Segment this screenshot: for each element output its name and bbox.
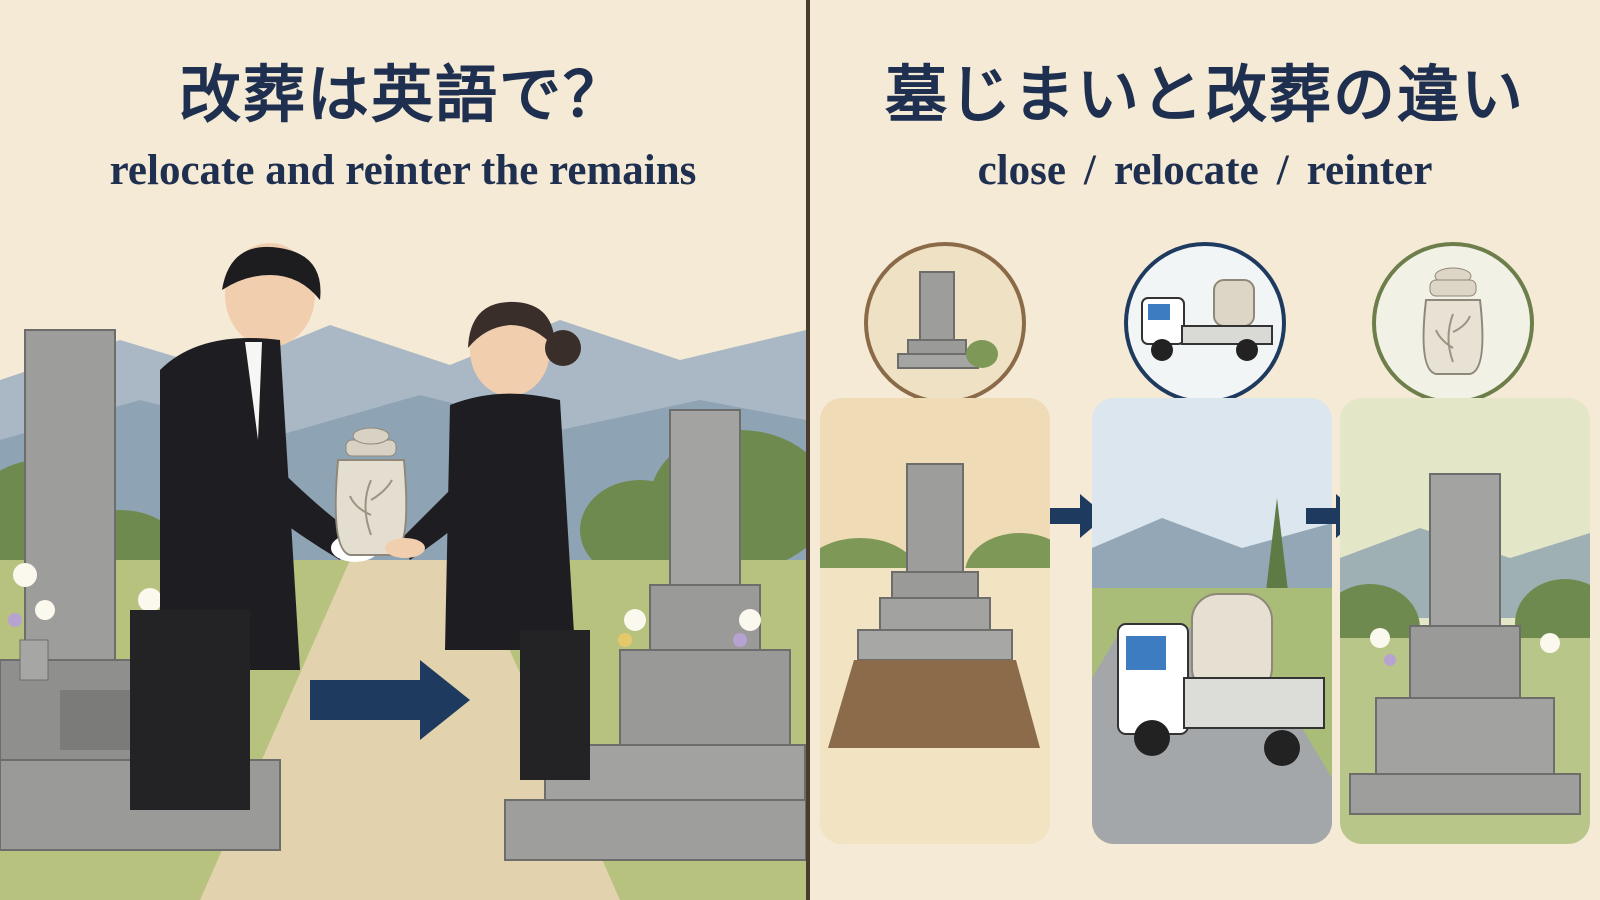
- urn-icon: [334, 427, 408, 556]
- panel-divider: [806, 0, 810, 900]
- left-title-jp: 改葬は英語で？: [178, 58, 627, 131]
- step-card-relocate: [1092, 398, 1332, 844]
- step-card-reinter: [1340, 398, 1590, 844]
- step-label-close: close: [977, 147, 1066, 194]
- transfer-arrow: [310, 660, 470, 740]
- truck-with-urn-icon: [1124, 242, 1286, 404]
- separator: /: [1083, 147, 1096, 194]
- gravestone-icon: [864, 242, 1026, 404]
- handover-scene: [0, 230, 806, 900]
- separator: /: [1276, 147, 1289, 194]
- right-title-en: close / relocate / reinter: [810, 146, 1600, 195]
- right-gravestone: [504, 409, 806, 861]
- left-title-en: relocate and reinter the remains: [109, 147, 697, 194]
- lily-flowers-right: [618, 609, 761, 647]
- step-label-reinter: reinter: [1306, 147, 1433, 194]
- woman-hands: [385, 538, 425, 558]
- urn-icon: [1372, 242, 1534, 404]
- right-title-jp: 墓じまいと改葬の違い: [884, 58, 1525, 131]
- man-in-suit: [130, 243, 379, 810]
- right-panel: 墓じまいと改葬の違い close / relocate / reinter: [810, 0, 1600, 900]
- step-card-close: [820, 398, 1050, 844]
- step-label-relocate: relocate: [1113, 147, 1259, 194]
- woman-in-suit: [400, 301, 590, 780]
- left-panel: 改葬は英語で？ relocate and reinter the remains: [0, 58, 806, 900]
